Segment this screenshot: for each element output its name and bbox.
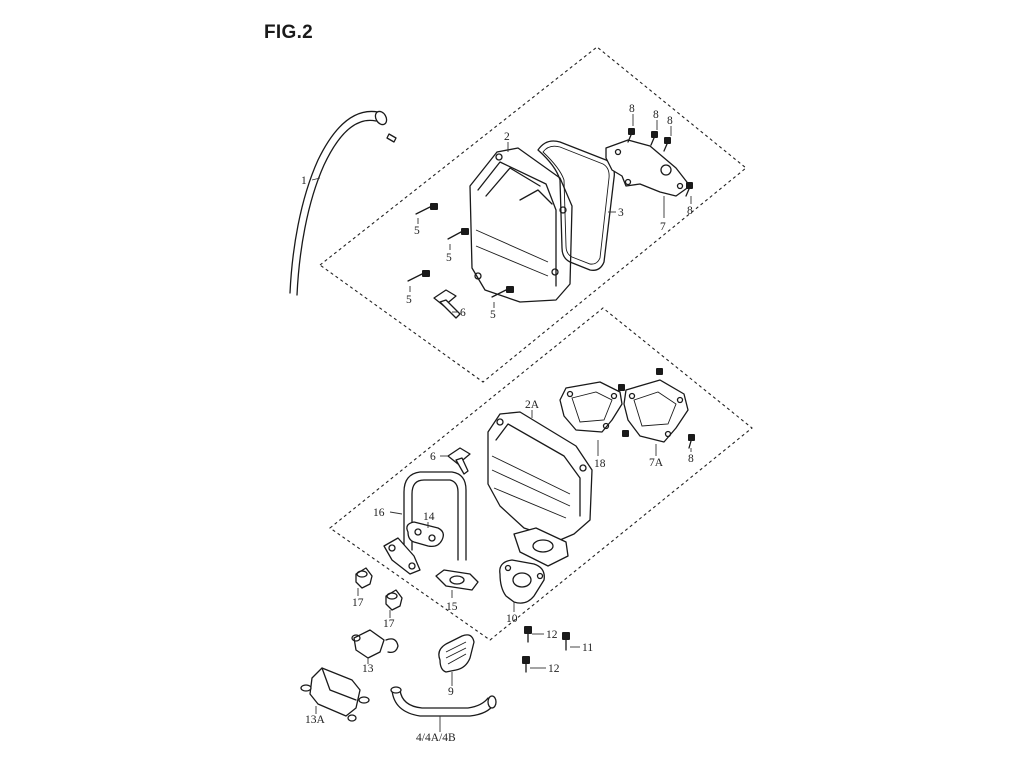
- callout-label: 18: [594, 458, 606, 470]
- callout-label: 2: [504, 131, 510, 143]
- bolt-icon: [656, 368, 663, 375]
- callout-label: 16: [373, 507, 385, 519]
- bolt-icon: [688, 434, 695, 449]
- callout-label: 13A: [305, 714, 326, 726]
- callout-label: 5: [414, 225, 420, 237]
- callout-label: 8: [653, 109, 659, 121]
- callout-label: 6: [430, 451, 436, 463]
- air-pipe-part-16: [383, 471, 467, 575]
- callout-label: 1: [301, 175, 307, 187]
- callout-label: 8: [667, 115, 673, 127]
- callout-label: 12: [546, 629, 558, 641]
- callout-label: 5: [446, 252, 452, 264]
- upper-group-boundary: [319, 46, 747, 383]
- callout-label: 9: [448, 686, 454, 698]
- gasket-plate-part-18: [559, 381, 623, 433]
- canister-part-13A: [300, 667, 370, 722]
- callout-label: 13: [362, 663, 374, 675]
- callout-label: 3: [618, 207, 624, 219]
- callout-label: 15: [446, 601, 458, 613]
- callout-label: 17: [352, 597, 364, 609]
- cylinder-head-cover-part-2: [469, 147, 573, 303]
- bolt-icon: [618, 384, 625, 391]
- callout-label: 4/4A/4B: [416, 732, 456, 744]
- bolt-icon: [562, 632, 570, 651]
- cylinder-head-cover-part-2A: [487, 411, 593, 567]
- bolt-icon: [627, 128, 635, 143]
- bolt-icon: [491, 286, 514, 298]
- callout-label: 17: [383, 618, 395, 630]
- fitting-part-17: [355, 567, 373, 589]
- lower-group-boundary: [329, 307, 753, 641]
- breather-fitting-part-6: [447, 447, 471, 475]
- callout-label: 8: [629, 103, 635, 115]
- hose-part-4: [390, 686, 497, 717]
- bolt-icon: [522, 656, 530, 673]
- callout-label: 12: [548, 663, 560, 675]
- callout-label: 5: [490, 309, 496, 321]
- breather-fitting-part-6: [433, 289, 461, 319]
- gasket-part-14: [406, 521, 444, 548]
- bolt-icon: [447, 228, 469, 240]
- connector-part-13: [351, 629, 399, 659]
- filter-part-9: [438, 634, 475, 673]
- bolt-icon: [524, 626, 532, 643]
- callout-label: 10: [506, 613, 518, 625]
- bolt-icon: [663, 137, 671, 152]
- bolt-icon: [650, 131, 658, 146]
- bolt-icon: [407, 270, 430, 282]
- hose-part-1: [289, 110, 388, 296]
- bolt-icon: [622, 430, 629, 437]
- callout-label: 8: [688, 453, 694, 465]
- bolt-icon: [415, 203, 438, 215]
- valve-plate-part-7: [605, 139, 691, 197]
- callout-label: 11: [582, 642, 593, 654]
- callout-label: 7A: [649, 457, 664, 469]
- bolt-icon: [685, 182, 693, 197]
- callout-label: 5: [406, 294, 412, 306]
- small-clip-icon: [386, 133, 397, 143]
- valve-plate-part-7A: [623, 379, 689, 443]
- cover-gasket-part-3: [537, 140, 615, 271]
- callout-label: 2A: [525, 399, 540, 411]
- callout-label: 14: [423, 511, 435, 523]
- callout-label: 6: [460, 307, 466, 319]
- figure-title: FIG.2: [264, 22, 314, 43]
- callout-label: 7: [660, 221, 666, 233]
- flange-part-15: [435, 569, 479, 591]
- callout-label: 8: [687, 205, 693, 217]
- fitting-part-17: [385, 589, 403, 611]
- intake-elbow-part-10: [499, 559, 545, 604]
